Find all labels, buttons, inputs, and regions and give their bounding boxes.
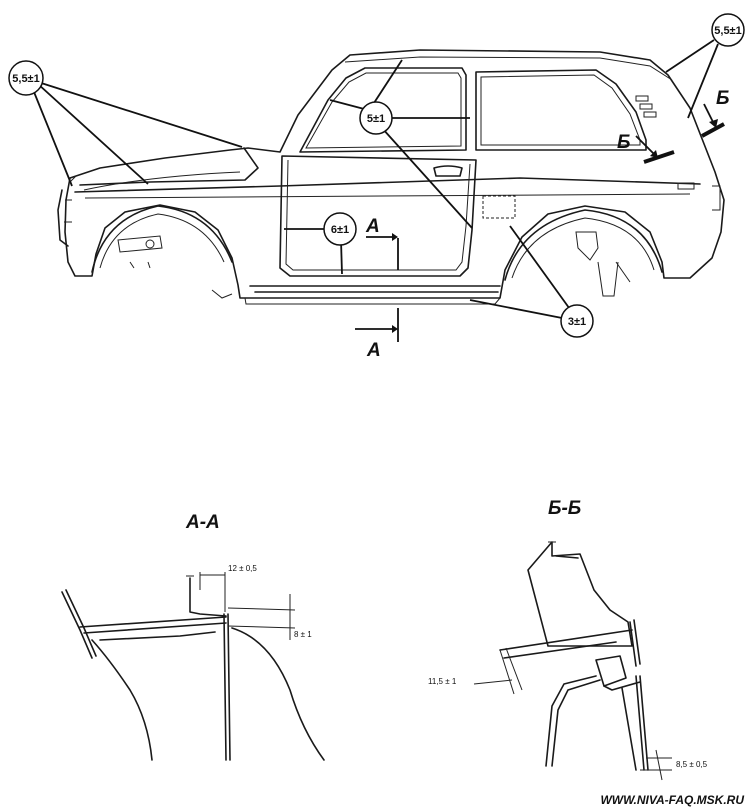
section-bb: Б-Б 11,5 ± 1 8,5 ± 0,5 bbox=[428, 498, 708, 781]
callout-3-fuel-flap: 3±1 bbox=[469, 225, 594, 338]
section-letter-a: А bbox=[366, 340, 381, 361]
callout-label: 3±1 bbox=[568, 316, 586, 328]
section-marker-a-top: А bbox=[365, 216, 399, 270]
dim-flush-aa: 8 ± 1 bbox=[294, 630, 312, 639]
callout-label: 5±1 bbox=[367, 113, 385, 125]
section-letter-a: А bbox=[365, 216, 380, 237]
dim-gap-aa: 12 ± 0,5 bbox=[228, 564, 257, 573]
watermark-url: WWW.NIVA-FAQ.MSK.RU bbox=[600, 793, 744, 807]
callout-label: 5,5±1 bbox=[714, 25, 741, 37]
section-marker-a-bottom: А bbox=[355, 308, 399, 361]
section-marker-b-left: Б bbox=[617, 132, 675, 164]
callout-5-door: 5±1 bbox=[329, 59, 473, 229]
section-letter-b: Б bbox=[617, 132, 630, 153]
callout-label: 5,5±1 bbox=[12, 73, 39, 85]
section-letter-b: Б bbox=[716, 88, 729, 109]
dim-flush-bb: 8,5 ± 0,5 bbox=[676, 760, 708, 769]
callout-label: 6±1 bbox=[331, 224, 349, 236]
section-bb-title: Б-Б bbox=[548, 498, 581, 519]
callout-6-door-bottom: 6±1 bbox=[284, 212, 357, 275]
section-marker-b-right: Б bbox=[701, 88, 729, 138]
section-aa-title: А-А bbox=[185, 512, 220, 533]
dim-gap-bb: 11,5 ± 1 bbox=[428, 677, 457, 686]
section-aa: А-А 12 ± 0,5 8 ± 1 bbox=[61, 512, 325, 761]
callout-5-5-rear: 5,5±1 bbox=[665, 13, 745, 119]
car-body-side-view bbox=[57, 49, 725, 305]
callout-5-5-front: 5,5±1 bbox=[8, 60, 243, 187]
